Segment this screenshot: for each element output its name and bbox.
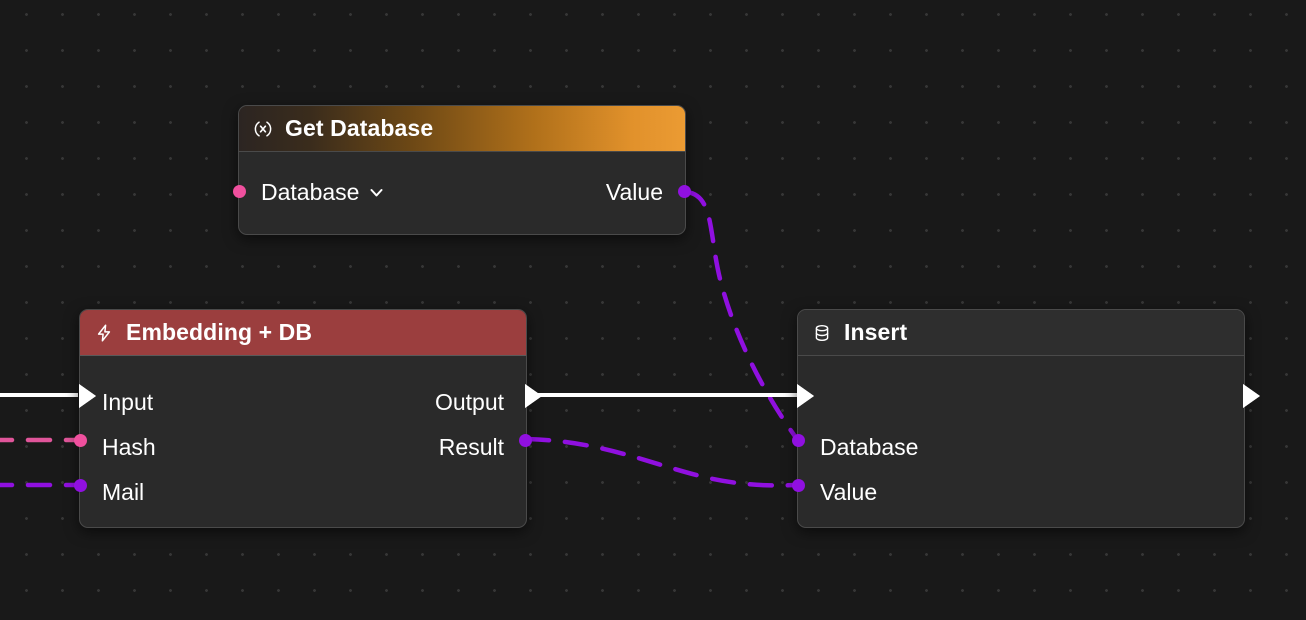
node-get-database[interactable]: Get Database Database Value [233, 105, 691, 235]
port-row-embedding-output[interactable]: Output [435, 387, 504, 417]
node-get-database-title: Get Database [285, 115, 434, 141]
lightning-bolt-icon [94, 323, 114, 343]
port-label-insert-value: Value [820, 479, 878, 505]
node-insert-body: Database Value [798, 356, 1244, 528]
node-get-database-header[interactable]: Get Database [239, 106, 685, 152]
exec-pin-input[interactable] [79, 384, 96, 408]
port-label-input: Input [102, 389, 154, 415]
port-row-embedding-hash[interactable]: Hash [102, 432, 156, 462]
node-embedding-db-header[interactable]: Embedding + DB [80, 310, 526, 356]
port-row-embedding-mail[interactable]: Mail [102, 477, 144, 507]
port-label-database: Database [261, 179, 360, 205]
port-row-get-database-value[interactable]: Value [606, 177, 663, 207]
node-get-database-body: Database Value [239, 152, 685, 235]
exec-pin-insert-in[interactable] [797, 384, 814, 408]
port-label-insert-database: Database [820, 434, 919, 460]
wire-value-to-database [684, 189, 800, 442]
node-insert-title: Insert [844, 319, 908, 345]
pin-input-database[interactable] [233, 185, 246, 198]
node-insert-header[interactable]: Insert [798, 310, 1244, 356]
port-row-insert-value[interactable]: Value [820, 477, 877, 507]
variable-circle-icon [253, 119, 273, 139]
port-label-output: Output [434, 389, 504, 415]
port-row-insert-database[interactable]: Database [820, 432, 918, 462]
chevron-down-icon[interactable] [368, 184, 385, 201]
exec-pin-insert-out[interactable] [1243, 384, 1260, 408]
port-row-embedding-input[interactable]: Input [102, 387, 153, 417]
port-row-embedding-result[interactable]: Result [439, 432, 504, 462]
exec-pin-output[interactable] [525, 384, 542, 408]
node-embedding-db[interactable]: Embedding + DB Input Hash Mail Output Re… [74, 309, 542, 528]
port-row-get-database-database[interactable]: Database [261, 177, 385, 207]
pin-input-insert-value[interactable] [792, 479, 805, 492]
port-label-result: Result [438, 434, 504, 460]
node-embedding-db-title: Embedding + DB [126, 319, 313, 345]
pin-input-mail[interactable] [74, 479, 87, 492]
port-label-hash: Hash [102, 434, 156, 460]
port-label-value: Value [605, 179, 663, 205]
pin-output-value[interactable] [678, 185, 691, 198]
node-insert[interactable]: Insert Database Value [792, 309, 1260, 528]
pin-output-result[interactable] [519, 434, 532, 447]
pin-input-insert-database[interactable] [792, 434, 805, 447]
port-label-mail: Mail [102, 479, 145, 505]
wire-result-to-value [524, 436, 800, 488]
pin-input-hash[interactable] [74, 434, 87, 447]
node-embedding-db-body: Input Hash Mail Output Result [80, 356, 526, 528]
database-cylinder-icon [812, 323, 832, 343]
